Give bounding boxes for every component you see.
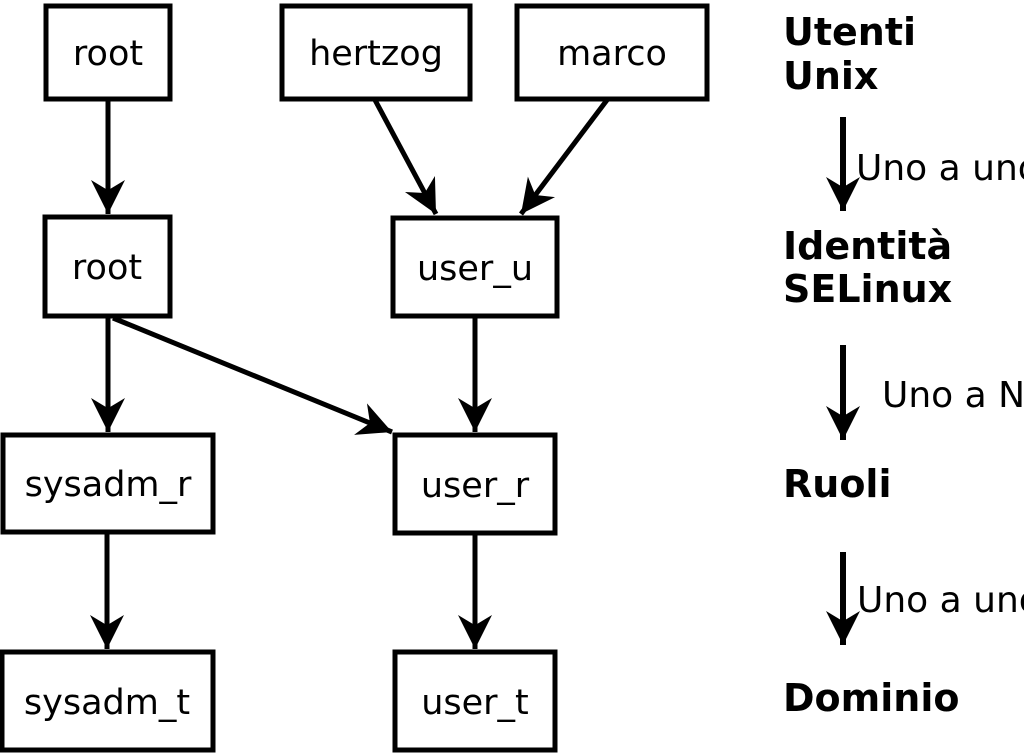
node-box [0, 432, 216, 535]
node-box [392, 432, 558, 536]
node-label: sysadm_t [24, 683, 190, 723]
node-box [0, 649, 216, 753]
node-unix-hertzog: hertzog [279, 3, 473, 102]
node-domain-sysadm_t: sysadm_t [0, 649, 216, 753]
edge-marco-to-user_u [519, 98, 609, 216]
legend-level-dominio: Dominio [783, 676, 959, 720]
node-selinux-user_u: user_u [390, 215, 560, 319]
node-box [43, 3, 173, 102]
legend-relation-label-1: Uno a uno [856, 148, 1024, 189]
legend-level-utenti-line1: Utenti [783, 10, 916, 54]
node-role-user_r: user_r [392, 432, 558, 536]
edge-root-to-user_r [112, 315, 393, 435]
node-box [279, 3, 473, 102]
node-unix-root: root [43, 3, 173, 102]
node-label: marco [557, 34, 667, 74]
node-unix-marco: marco [514, 3, 710, 102]
node-role-sysadm_r: sysadm_r [0, 432, 216, 535]
node-label: hertzog [309, 34, 443, 74]
node-label: sysadm_r [25, 465, 192, 505]
legend-relation-label-2: Uno a N [882, 375, 1024, 416]
edge-hertzog-to-user_u [372, 98, 439, 216]
node-label: user_u [417, 249, 533, 289]
legend-level-identita-line2: SELinux [783, 267, 952, 311]
node-box [390, 215, 560, 319]
legend-level-utenti-line2: Unix [783, 54, 878, 98]
node-label: root [72, 248, 142, 288]
node-selinux-root: root [42, 214, 173, 319]
diagram-edges [90, 98, 609, 649]
legend-level-identita-line1: Identità [783, 224, 952, 268]
legend-relation-label-3: Uno a uno [857, 580, 1024, 621]
node-box [42, 214, 173, 319]
node-label: user_t [421, 683, 529, 723]
legend: Utenti Unix Uno a uno Identità SELinux U… [783, 10, 1024, 720]
legend-level-ruoli: Ruoli [783, 462, 891, 506]
node-label: root [73, 34, 143, 74]
node-domain-user_t: user_t [392, 649, 558, 753]
node-label: user_r [421, 466, 530, 506]
diagram-nodes: root hertzog marco root user_u sysadm_r [0, 3, 710, 753]
node-box [392, 649, 558, 753]
node-box [514, 3, 710, 102]
